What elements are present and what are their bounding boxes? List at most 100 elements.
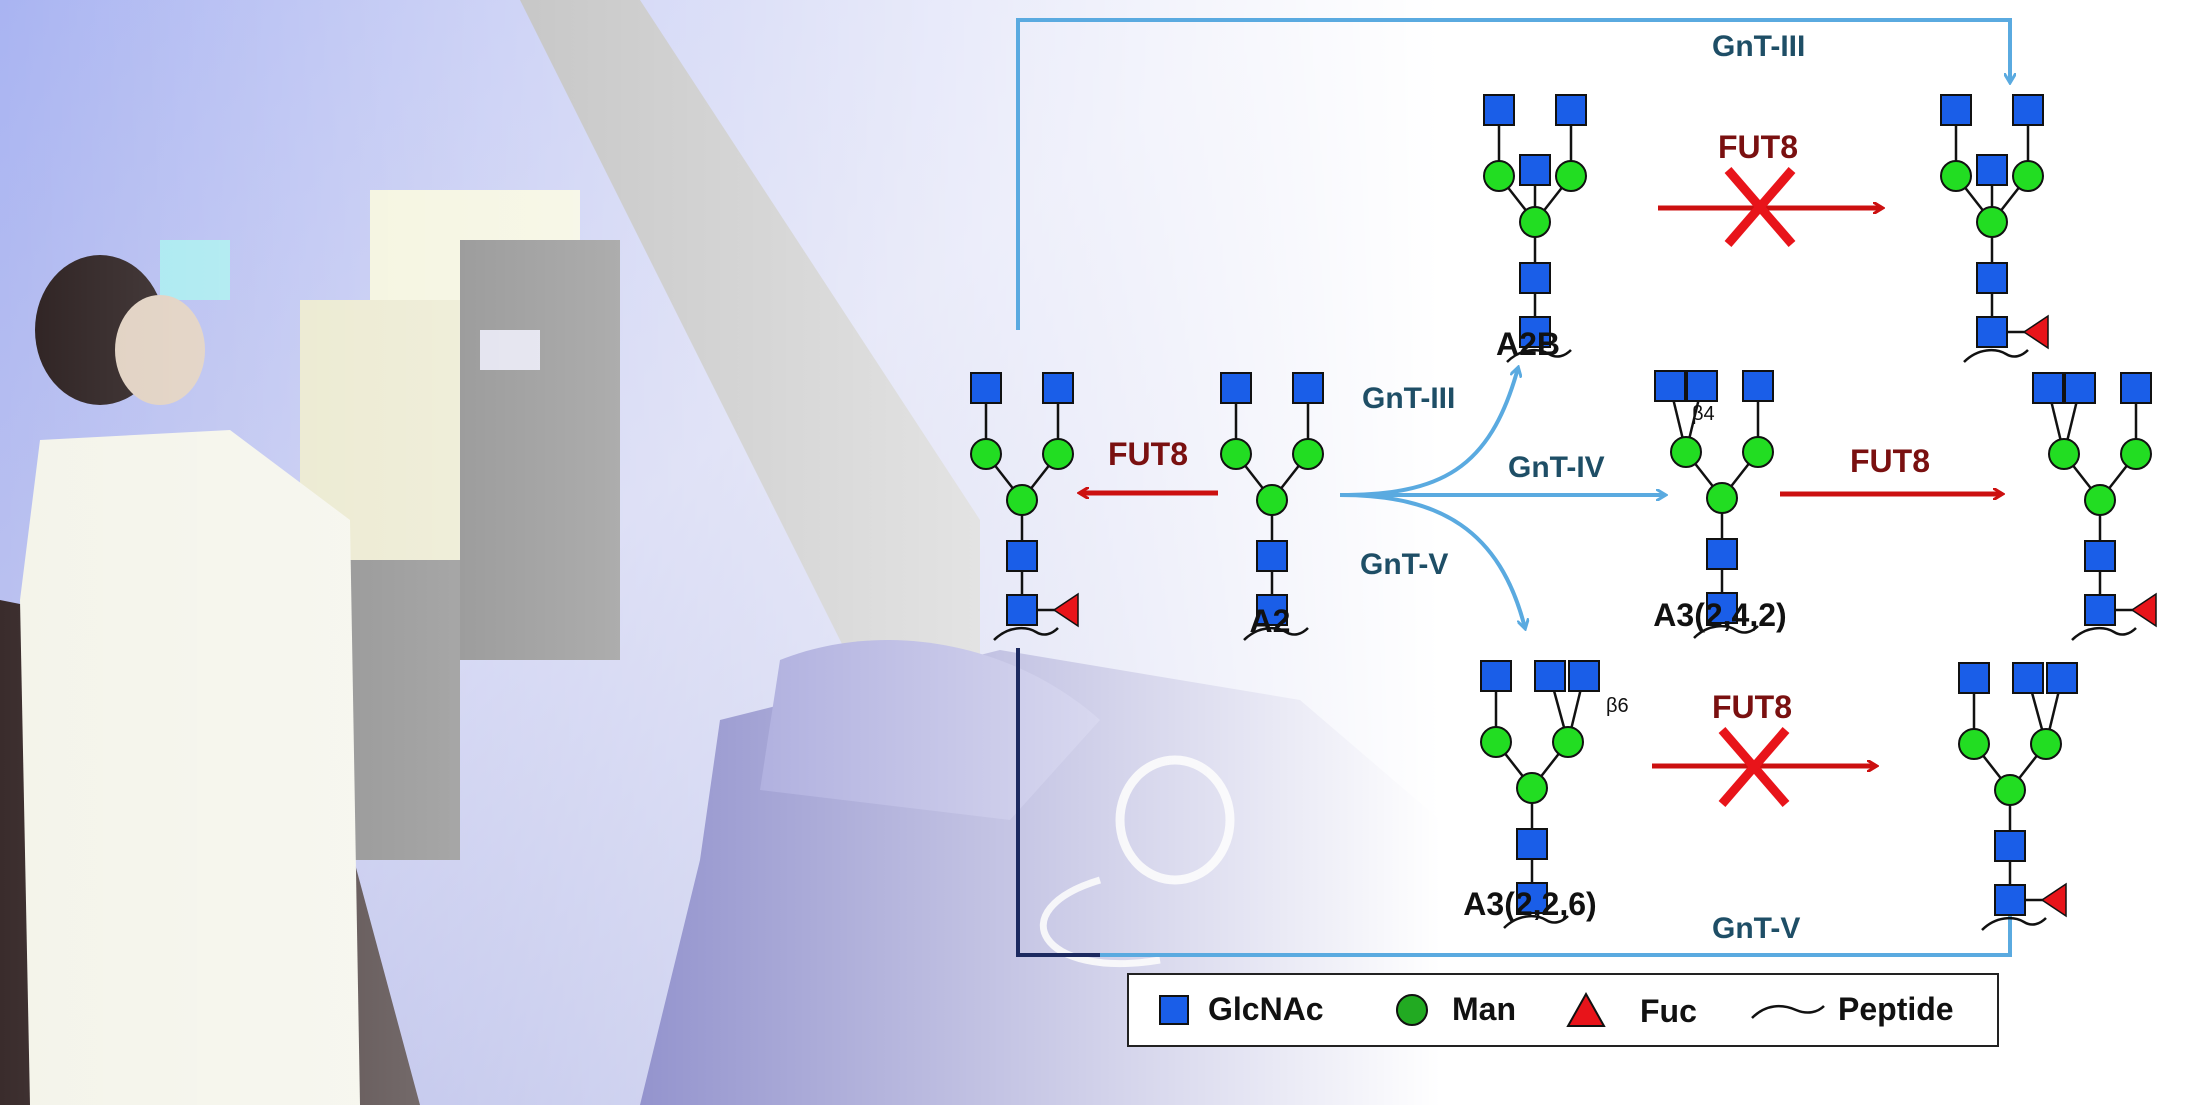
glcnac-terminal-1 xyxy=(1654,370,1686,402)
lab-photo xyxy=(0,0,1440,1105)
fuc-core xyxy=(2040,882,2067,918)
fut8-label-a2: FUT8 xyxy=(1108,436,1188,472)
glycan-a2-fucosylated-peptide xyxy=(993,626,1059,641)
man-arm-right xyxy=(1555,160,1587,192)
man-arm-right xyxy=(2030,728,2062,760)
fuc-core xyxy=(2130,592,2157,628)
glcnac-core-1 xyxy=(1006,540,1038,572)
glcnac-terminal-3 xyxy=(1742,370,1774,402)
man-arm-left xyxy=(2048,438,2080,470)
legend: GlcNAc Man Fuc Peptide xyxy=(1127,973,1999,1047)
glcnac-terminal-3 xyxy=(2046,662,2078,694)
glycan-a3-226 xyxy=(1480,660,1600,929)
gnt-branch-arrows xyxy=(1339,368,1665,628)
glycan-a2b-fucosylated xyxy=(1940,94,2049,363)
man-arm-left xyxy=(1480,726,1512,758)
gnt3-bypass-arrow xyxy=(1016,18,2010,330)
gnt5-label: GnT-V xyxy=(1360,548,1448,581)
glycan-a3-242 xyxy=(1654,370,1774,639)
man-arm-left xyxy=(1670,436,1702,468)
man-arm-right xyxy=(1552,726,1584,758)
glcnac-icon xyxy=(1159,995,1189,1025)
glcnac-bisecting xyxy=(1519,154,1551,186)
glcnac-core-1 xyxy=(1706,538,1738,570)
glcnac-terminal-1 xyxy=(970,372,1002,404)
structure-labels: A2 A2B A3(2,4,2) A3(2,2,6) xyxy=(1250,326,1787,922)
fut8-arrows xyxy=(1080,167,2002,807)
man-arm-right xyxy=(2120,438,2152,470)
glcnac-core-2 xyxy=(2084,594,2116,626)
man-core xyxy=(1706,482,1738,514)
glycan-a3-242-peptide xyxy=(1693,624,1759,639)
glycan-structures xyxy=(970,94,2157,931)
glcnac-terminal-2 xyxy=(2012,94,2044,126)
a3-226-label: A3(2,2,6) xyxy=(1463,886,1596,922)
glycan-a3-242-fucosylated xyxy=(2032,372,2157,641)
glcnac-terminal-1 xyxy=(2032,372,2064,404)
enzyme-labels: GnT-III GnT-III GnT-IV GnT-V GnT-V xyxy=(1360,30,1805,945)
glcnac-terminal-2 xyxy=(2064,372,2096,404)
legend-box xyxy=(1127,973,1999,1047)
glcnac-terminal-1 xyxy=(1480,660,1512,692)
glcnac-core-1 xyxy=(1519,262,1551,294)
man-arm-left xyxy=(1958,728,1990,760)
glycan-a3-242-fucosylated-peptide xyxy=(2071,626,2137,641)
beta4-label: β4 xyxy=(1692,403,1715,425)
peptide-icon xyxy=(1751,1004,1825,1019)
glycan-a3-226-fucosylated-peptide xyxy=(1981,916,2047,931)
blocked-mark-a2b xyxy=(1724,167,1796,247)
glcnac-core-1 xyxy=(1976,262,2008,294)
man-arm-right xyxy=(1042,438,1074,470)
gnt5-branch-arrow xyxy=(1339,493,1525,628)
glcnac-core-2 xyxy=(1256,594,1288,626)
man-arm-right xyxy=(2012,160,2044,192)
glcnac-terminal-2 xyxy=(2012,662,2044,694)
man-arm-right xyxy=(1742,436,1774,468)
glycan-a2b-fucosylated-peptide xyxy=(1963,348,2029,363)
glcnac-core-2 xyxy=(1516,882,1548,914)
fut8-labels: FUT8 FUT8 FUT8 FUT8 xyxy=(1108,129,1930,725)
legend-glcnac: GlcNAc xyxy=(1208,991,1324,1027)
fuc-core xyxy=(1052,592,1079,628)
a2-label: A2 xyxy=(1250,603,1291,639)
photo-fade xyxy=(0,0,1440,1105)
glcnac-terminal-2 xyxy=(1042,372,1074,404)
glcnac-terminal-3 xyxy=(1568,660,1600,692)
glcnac-core-2 xyxy=(1006,594,1038,626)
man-arm-left xyxy=(1483,160,1515,192)
glcnac-terminal-2 xyxy=(1686,370,1718,402)
glcnac-terminal-2 xyxy=(1534,660,1566,692)
man-arm-left xyxy=(970,438,1002,470)
gnt4-label: GnT-IV xyxy=(1508,451,1605,484)
glycan-a3-226-fucosylated xyxy=(1958,662,2078,931)
linkage-labels: β4 β6 xyxy=(1606,403,1715,717)
gnt3-label: GnT-III xyxy=(1362,382,1455,415)
gnt3-bypass-label: GnT-III xyxy=(1712,30,1805,63)
glycan-a2-fucosylated xyxy=(970,372,1079,641)
glcnac-terminal-1 xyxy=(1958,662,1990,694)
fuc-core xyxy=(2022,314,2049,350)
glcnac-terminal-1 xyxy=(1940,94,1972,126)
glycan-a3-226-peptide xyxy=(1503,914,1569,929)
glcnac-terminal-1 xyxy=(1483,94,1515,126)
glcnac-core-1 xyxy=(1256,540,1288,572)
legend-fuc: Fuc xyxy=(1640,993,1697,1029)
man-core xyxy=(1994,774,2026,806)
a3-242-label: A3(2,4,2) xyxy=(1653,597,1786,633)
man-core xyxy=(1256,484,1288,516)
glcnac-core-2 xyxy=(1976,316,2008,348)
glycan-a2b-peptide xyxy=(1506,348,1572,363)
man-icon xyxy=(1396,994,1428,1026)
man-arm-left xyxy=(1220,438,1252,470)
legend-peptide: Peptide xyxy=(1838,991,1954,1027)
man-arm-left xyxy=(1940,160,1972,192)
fuc-icon xyxy=(1566,991,1606,1027)
glycan-a2 xyxy=(1220,372,1324,641)
glcnac-terminal-3 xyxy=(2120,372,2152,404)
fut8-label-a3-242: FUT8 xyxy=(1850,443,1930,479)
blocked-mark-a3-226 xyxy=(1718,727,1790,807)
man-core xyxy=(2084,484,2116,516)
glcnac-core-2 xyxy=(1519,316,1551,348)
